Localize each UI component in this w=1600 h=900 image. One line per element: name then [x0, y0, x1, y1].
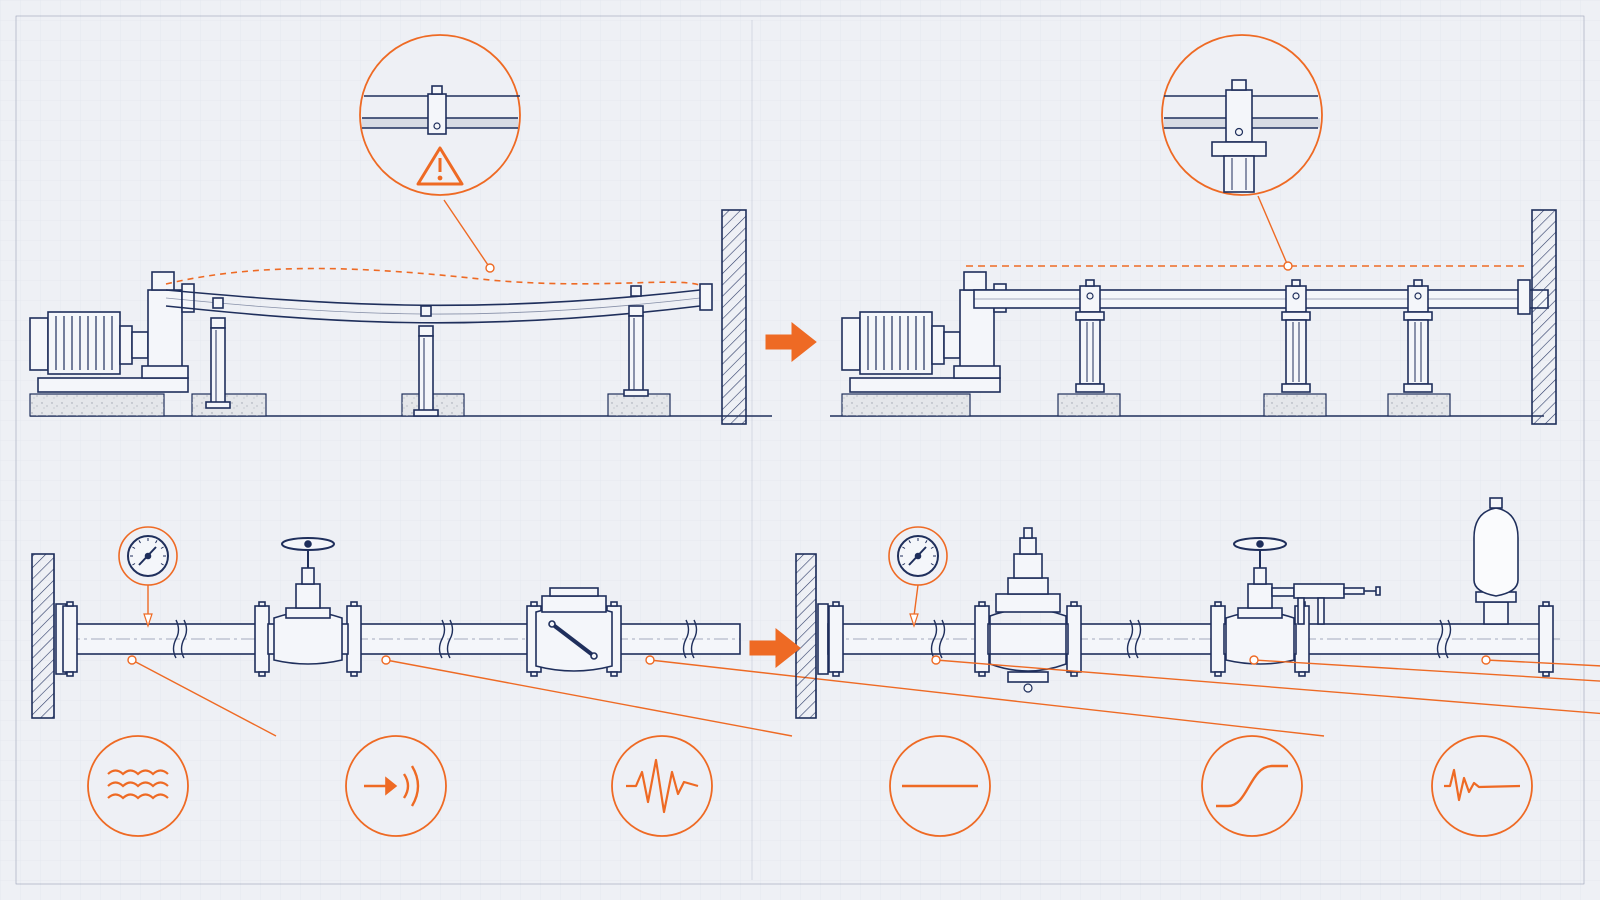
turbulence-waves-icon	[87, 655, 277, 837]
pipe-break-mark	[930, 619, 938, 659]
damped-oscillation-icon	[1431, 655, 1600, 837]
adjustable-pipe-support	[1281, 279, 1311, 393]
gate-valve-icon	[1225, 537, 1295, 665]
wall-icon	[721, 209, 747, 425]
pipe-break-mark	[438, 619, 446, 659]
sagging-pipe	[165, 297, 701, 315]
water-hammer-impact-icon	[345, 655, 793, 837]
flange	[346, 601, 362, 677]
smooth-ramp-icon	[1201, 655, 1600, 837]
swing-check-valve-icon	[535, 587, 613, 672]
flange	[1538, 601, 1554, 677]
flange	[974, 601, 990, 677]
flange	[828, 601, 844, 677]
wall-icon	[1531, 209, 1557, 425]
deflection-line	[165, 267, 703, 287]
pressure-reducing-valve-icon	[987, 527, 1069, 693]
transition-arrow-icon	[765, 321, 817, 363]
pipe-support	[413, 305, 439, 417]
surge-accumulator-icon	[1473, 497, 1519, 625]
flange	[1210, 601, 1226, 677]
pressure-gauge-icon	[118, 526, 178, 628]
pipe-break-mark	[1436, 619, 1444, 659]
flange	[1066, 601, 1082, 677]
panel-before-valve-line	[31, 526, 1325, 837]
pipe-segment	[1073, 623, 1219, 655]
transition-arrows	[749, 321, 817, 669]
pipe-support	[205, 297, 231, 409]
pipe-break-mark	[172, 619, 180, 659]
warning-icon	[416, 146, 464, 186]
panel-after-valve-line	[795, 497, 1600, 837]
flat-pressure-icon	[889, 655, 1600, 837]
valve-actuator-icon	[1271, 583, 1381, 625]
transition-arrow-icon	[749, 627, 801, 669]
gate-valve-icon	[273, 537, 343, 665]
adjustable-pipe-support	[1403, 279, 1433, 393]
pressure-spike-oscillation-icon	[611, 655, 1325, 837]
panel-after-supported-pipe	[830, 34, 1557, 425]
flange	[254, 601, 270, 677]
adjustable-clamp-icon	[1211, 79, 1267, 193]
panel-before-sagging-pipe	[29, 34, 772, 425]
pipe-support	[623, 285, 649, 397]
pipe-break-mark	[682, 619, 690, 659]
wall-icon	[31, 553, 55, 719]
flange	[62, 601, 78, 677]
adjustable-pipe-support	[1075, 279, 1105, 393]
pipe-break-mark	[1126, 619, 1134, 659]
wall-icon	[795, 553, 817, 719]
pressure-gauge-icon	[888, 526, 948, 628]
pump-motor-icon	[29, 271, 195, 393]
